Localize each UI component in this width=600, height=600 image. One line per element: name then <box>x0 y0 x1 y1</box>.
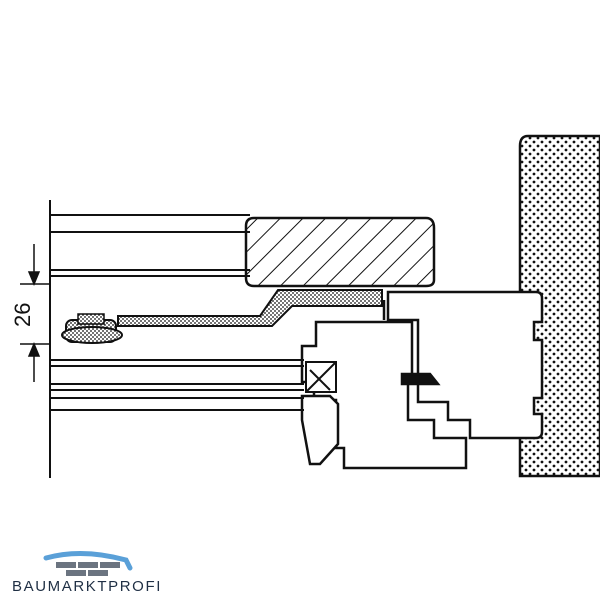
baumarktprofi-logo: BAUMARKTPROFI <box>12 548 172 598</box>
logo-mark-icon <box>43 551 133 576</box>
window-frame-profile <box>386 290 544 440</box>
dimension-26 <box>20 244 50 382</box>
sash-profile <box>300 300 468 470</box>
glazing <box>50 359 337 411</box>
logo-text: BAUMARKTPROFI <box>12 578 162 595</box>
dimension-label: 26 <box>10 303 35 327</box>
hatched-header-block <box>244 216 436 288</box>
hardware-fitting <box>61 289 383 344</box>
upper-frame-lines <box>50 214 250 277</box>
